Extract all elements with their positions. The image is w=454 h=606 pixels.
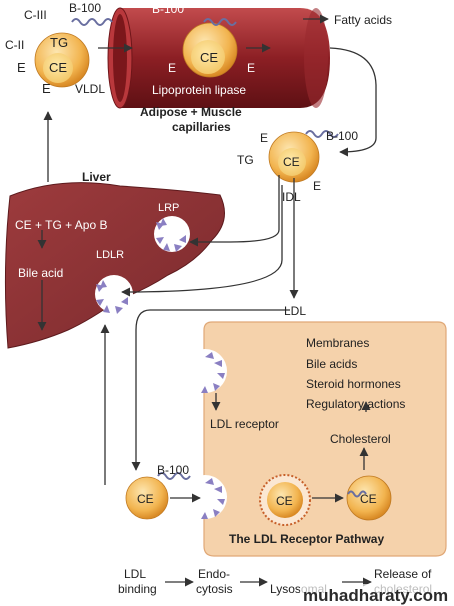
vldl-c2-label: C-II: [5, 38, 24, 52]
idl-e1-label: E: [260, 131, 268, 145]
receptor-spikes-lrp: [156, 218, 186, 252]
endosome-particle: [259, 474, 311, 526]
idl-e2-label: E: [313, 179, 321, 193]
capillary-e2-label: E: [247, 61, 255, 75]
ldl-receptor-label: LDL receptor: [210, 417, 279, 431]
capillary-title-line1: Adipose + Muscle: [140, 105, 242, 119]
cell-receptor-notches: [183, 349, 227, 519]
vldl-e1-label: E: [17, 60, 26, 75]
vldl-particle: [34, 18, 113, 88]
flow-arrows: [37, 14, 377, 587]
liver-lrp-label: LRP: [158, 202, 179, 214]
step1-line2: binding: [118, 582, 157, 596]
capillary-title-line2: capillaries: [172, 120, 231, 134]
vldl-c3-label: C-III: [24, 8, 47, 22]
capillary-ce-label: CE: [200, 50, 218, 65]
watermark-backdrop: [300, 584, 454, 606]
vldl-tg-label: TG: [50, 35, 68, 50]
idl-name-label: IDL: [282, 190, 301, 204]
step1-line1: LDL: [124, 567, 146, 581]
ldl-ce-label: CE: [137, 492, 154, 506]
cholesterol-label: Cholesterol: [330, 432, 391, 446]
liver-line1: CE + TG + Apo B: [15, 218, 108, 232]
cell-receptor-spikes: [201, 352, 225, 519]
liver-bile-label: Bile acid: [18, 266, 63, 280]
receptor-spikes-ldlr: [96, 280, 128, 314]
fatty-acids-label: Fatty acids: [334, 13, 392, 27]
endosome-ce-label: CE: [276, 494, 293, 508]
vldl-e2-label: E: [42, 81, 51, 96]
liver-title: Liver: [82, 170, 111, 184]
output-regulatory-actions: Regulatory actions: [306, 397, 405, 411]
lysosome-ce-label: CE: [360, 492, 377, 506]
idl-particle: [268, 130, 339, 183]
liver-ldlr-label: LDLR: [96, 249, 124, 261]
capillary-lpl-label: Lipoprotein lipase: [152, 83, 246, 97]
capillary-e1-label: E: [168, 61, 176, 75]
capillary-particle: [182, 18, 238, 78]
step4-line1: Release of: [374, 567, 432, 581]
idl-ce-label: CE: [283, 155, 300, 169]
vldl-b100-label: B-100: [69, 1, 101, 15]
idl-b100-label: B-100: [326, 129, 358, 143]
output-membranes: Membranes: [306, 336, 369, 350]
ldl-particle: [125, 472, 191, 520]
watermark-text: muhadharaty.com: [303, 586, 448, 605]
lysosome-particle: [346, 475, 392, 521]
step2-line2: cytosis: [196, 582, 233, 596]
vldl-ce-label: CE: [49, 60, 67, 75]
pathway-title: The LDL Receptor Pathway: [229, 532, 384, 546]
step2-line1: Endo-: [198, 567, 230, 581]
output-steroid-hormones: Steroid hormones: [306, 377, 401, 391]
capillary-b100-label: B-100: [152, 2, 184, 16]
output-bile-acids: Bile acids: [306, 357, 357, 371]
vldl-name-label: VLDL: [75, 82, 105, 96]
ldl-b100-label: B-100: [157, 463, 189, 477]
ldl-label-1: LDL: [284, 304, 306, 318]
idl-tg-label: TG: [237, 153, 254, 167]
